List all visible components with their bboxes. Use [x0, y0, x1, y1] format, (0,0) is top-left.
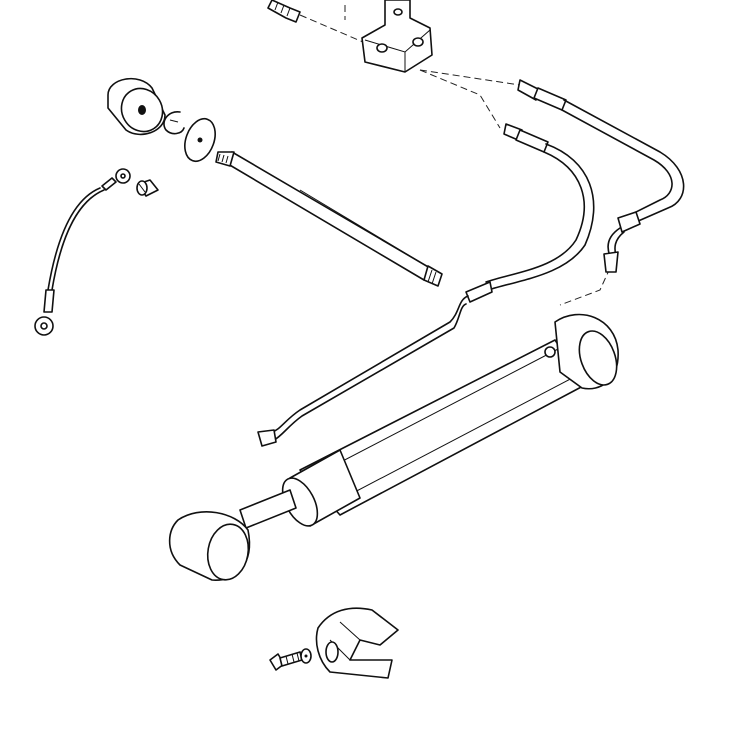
knob: [107, 77, 166, 136]
bolt: [269, 648, 312, 671]
pivot-rod: [215, 151, 443, 287]
top-fitting: [267, 0, 301, 23]
washer: [184, 117, 216, 163]
valve-block: [361, 0, 433, 73]
screw: [136, 179, 159, 197]
hydraulic-cylinder: [168, 313, 619, 581]
e-clip: [163, 111, 185, 135]
hydraulic-hose-lower: [257, 123, 595, 447]
hydraulic-hose-upper: [517, 79, 685, 273]
leader-lines: [299, 5, 611, 306]
ground-strap: [34, 168, 131, 336]
clamp-clip: [315, 607, 399, 679]
